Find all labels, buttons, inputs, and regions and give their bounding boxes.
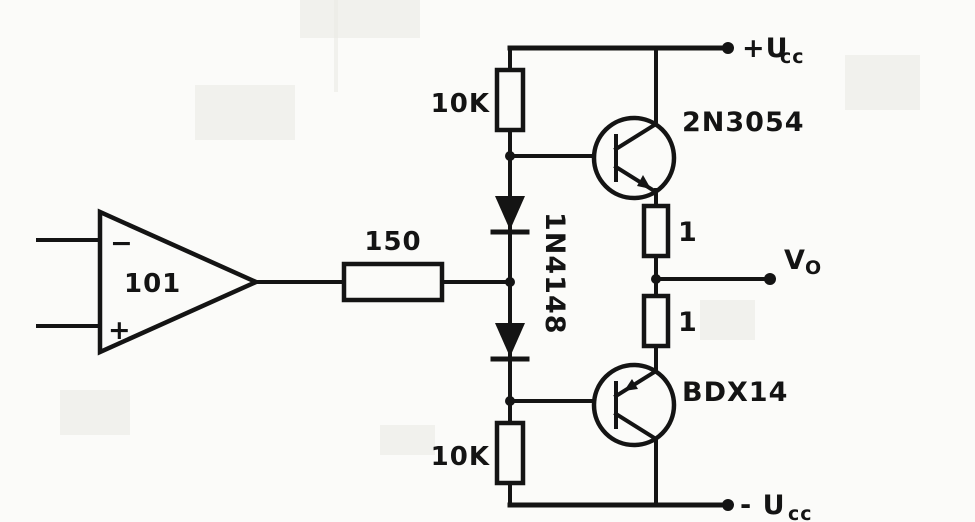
resistor-10k-top-body <box>494 67 526 133</box>
negative-terminal-dot <box>722 499 734 511</box>
resistor-10k-top: 10K <box>431 67 526 133</box>
output-vo: V O <box>651 245 822 298</box>
scan-smudge <box>380 425 435 455</box>
positive-supply-label: +U <box>742 33 789 64</box>
transistor-bdx14-circle <box>591 362 677 448</box>
diode-pair-label: 1N4148 <box>539 212 570 335</box>
junction-dot-base-bottom <box>505 396 515 406</box>
transistor-2n3054-label: 2N3054 <box>682 107 805 138</box>
transistor-bdx14-collector-slant <box>613 411 659 442</box>
resistor-1-bottom-label: 1 <box>678 307 698 338</box>
resistor-150: 150 <box>254 227 512 303</box>
supply-rail-negative: - U cc <box>507 490 813 522</box>
resistor-10k-bottom: 10K <box>431 420 526 486</box>
resistor-150-body <box>341 261 445 303</box>
transistor-2n3054: 2N3054 <box>508 46 805 209</box>
positive-supply-subscript: cc <box>780 46 805 68</box>
diode-bottom <box>490 323 530 362</box>
transistor-bdx14-emitter-arrow <box>624 379 638 391</box>
diode-top <box>490 196 530 235</box>
scan-smudge <box>700 300 755 340</box>
diode-top-triangle <box>495 196 525 230</box>
resistor-150-label: 150 <box>364 227 421 257</box>
positive-terminal-dot <box>722 42 734 54</box>
resistor-1-bottom: 1 <box>641 293 698 349</box>
negative-supply-subscript: cc <box>788 503 813 522</box>
output-label-subscript: O <box>805 257 822 279</box>
output-terminal-dot <box>764 273 776 285</box>
resistor-10k-top-label: 10K <box>431 89 490 119</box>
opamp-101: − + 101 <box>36 208 262 356</box>
resistor-10k-bottom-body <box>494 420 526 486</box>
transistor-2n3054-emitter-arrow <box>637 175 651 189</box>
transistor-bdx14-label: BDX14 <box>682 377 788 408</box>
junction-dot-base-top <box>505 151 515 161</box>
scan-artifacts <box>60 0 920 455</box>
scan-smudge <box>195 85 295 140</box>
opamp-plus-sign: + <box>108 315 132 346</box>
transistor-2n3054-collector-slant <box>613 121 659 152</box>
supply-rail-positive: +U cc <box>507 33 805 68</box>
resistor-1-bottom-body <box>641 293 671 349</box>
resistor-1-top-label: 1 <box>678 217 698 248</box>
output-label: V <box>784 245 806 276</box>
transistor-bdx14-emitter-slant <box>613 368 659 399</box>
resistor-10k-bottom-label: 10K <box>431 442 490 472</box>
negative-supply-label: - U <box>740 490 786 521</box>
diode-bottom-triangle <box>495 323 525 357</box>
scan-smudge <box>845 55 920 110</box>
opamp-triangle <box>97 208 262 356</box>
resistor-1-top: 1 <box>641 203 698 259</box>
transistor-bdx14: BDX14 <box>508 344 788 507</box>
opamp-label: 101 <box>124 269 181 299</box>
junction-dot-input <box>505 277 515 287</box>
scan-line <box>334 0 338 92</box>
transistor-2n3054-circle <box>591 115 677 201</box>
opamp-minus-sign: − <box>110 228 134 259</box>
scan-smudge <box>60 390 130 435</box>
scan-smudge <box>300 0 420 38</box>
resistor-1-top-body <box>641 203 671 259</box>
